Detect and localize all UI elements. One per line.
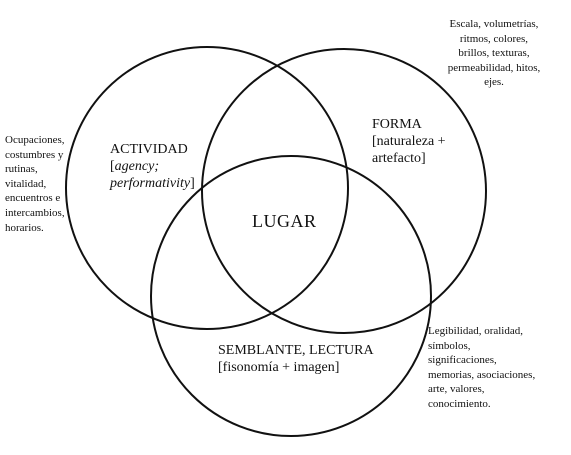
actividad-bracket-close: ] (190, 176, 195, 191)
forma-description: Escala, volumetrías, ritmos, colores, br… (447, 18, 541, 89)
semblante-circle (150, 155, 432, 437)
forma-title: FORMA (372, 117, 422, 132)
actividad-label: ACTIVIDAD [agency; performativity] (110, 141, 210, 192)
forma-subtitle-line1: [naturaleza + (372, 134, 446, 149)
actividad-title: ACTIVIDAD (110, 142, 188, 157)
forma-circle (201, 48, 487, 334)
semblante-subtitle: [fisonomía + imagen] (218, 360, 340, 375)
semblante-description: Legibilidad, oralidad, símbolos, signifi… (428, 325, 536, 410)
forma-label: FORMA [naturaleza + artefacto] (372, 116, 462, 167)
center-label-lugar: LUGAR (252, 211, 317, 231)
actividad-circle (65, 46, 349, 330)
forma-subtitle-line2: artefacto] (372, 151, 426, 166)
actividad-description: Ocupaciones, costumbres y rutinas, vital… (5, 134, 65, 234)
actividad-bracket-open: [ (110, 159, 115, 174)
actividad-subtitle-line1: [agency; (110, 158, 210, 175)
actividad-performativity: performativity (110, 176, 191, 191)
actividad-subtitle-line2: performativity] (110, 175, 210, 192)
actividad-agency: agency; (114, 159, 159, 174)
semblante-label: SEMBLANTE, LECTURA [fisonomía + imagen] (218, 342, 418, 376)
semblante-title: SEMBLANTE, LECTURA (218, 343, 374, 358)
